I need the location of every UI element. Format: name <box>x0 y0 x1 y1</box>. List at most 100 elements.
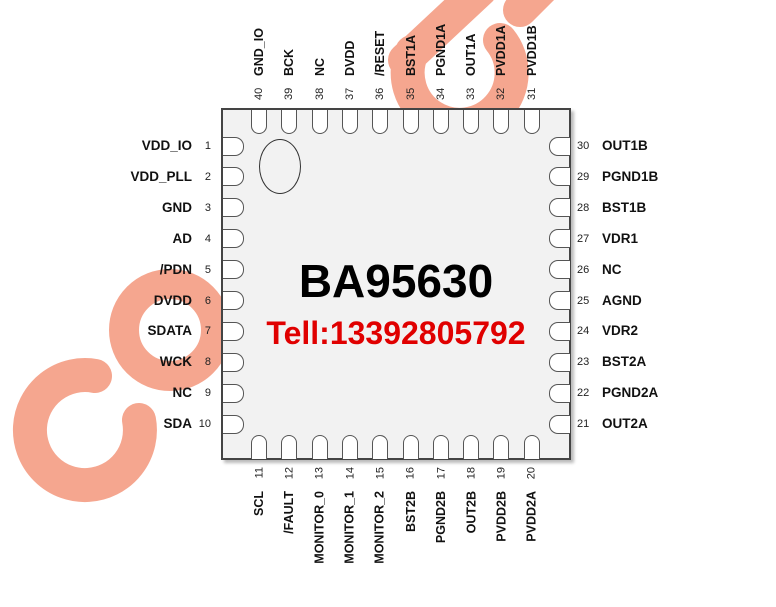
part-number: BA95630 <box>298 255 494 307</box>
pin-number: 32 <box>495 87 508 100</box>
pin-number: 27 <box>577 232 590 245</box>
contact-phone: Tell:13392805792 <box>266 315 526 351</box>
pin-pad <box>223 260 244 280</box>
pin-label: AD <box>172 230 193 246</box>
pin-pad <box>223 414 244 434</box>
pin-pad <box>493 435 510 459</box>
pin-number: 36 <box>374 87 387 100</box>
pin-pad <box>223 229 244 249</box>
pin-pad <box>463 435 480 459</box>
pin-label: OUT1A <box>464 33 479 76</box>
pin-number: 10 <box>198 418 211 431</box>
pin-label: PVDD1B <box>524 25 539 76</box>
pin-label: OUT2A <box>602 416 648 432</box>
pin-label: WCK <box>159 354 192 370</box>
pin-label: OUT2B <box>464 491 479 534</box>
pin-number: 4 <box>204 232 211 245</box>
pin-label: VDR1 <box>602 230 639 246</box>
pin-number: 2 <box>204 170 211 183</box>
pin-number: 16 <box>404 467 417 480</box>
pin-pad <box>549 383 570 403</box>
pin-label: PVDD2B <box>494 491 509 542</box>
pin-pad <box>251 435 267 459</box>
pin-pad <box>223 291 244 310</box>
pin-label: MONITOR_0 <box>312 491 327 564</box>
pin-label: MONITOR_2 <box>373 491 388 564</box>
pin-pad <box>341 435 358 459</box>
pin-pad <box>549 414 570 434</box>
pin-number: 5 <box>204 263 211 276</box>
pin-pad <box>251 110 267 134</box>
pin-number: 31 <box>525 87 538 100</box>
pin-label: BST2B <box>403 491 418 532</box>
pin-number: 7 <box>204 325 211 338</box>
pin-number: 12 <box>283 467 296 480</box>
pin-label: OUT1B <box>602 138 648 153</box>
pin-label: NC <box>312 57 327 76</box>
pin-pad <box>432 435 449 459</box>
pin-pad <box>372 435 389 459</box>
pin-number: 3 <box>204 201 211 214</box>
pin-number: 13 <box>313 467 326 480</box>
pin-pad <box>549 352 570 372</box>
pin-number: 21 <box>577 418 590 431</box>
pin-label: MONITOR_1 <box>342 491 357 564</box>
watermark-letter-o <box>109 269 231 391</box>
pin-number: 33 <box>465 87 478 100</box>
pin-number: 1 <box>204 140 211 152</box>
pin-label: SCL <box>252 491 266 516</box>
pin-label: NC <box>602 261 622 277</box>
pin-number: 19 <box>495 467 508 480</box>
pin-label: PGND1B <box>602 168 659 184</box>
pin-number: 28 <box>577 201 590 214</box>
pin-number: 25 <box>577 294 590 307</box>
pin-label: PVDD1A <box>494 25 509 76</box>
pin-label: NC <box>172 385 193 401</box>
pin-pad <box>549 167 570 187</box>
pin-label: SDATA <box>147 323 193 339</box>
pin-pad <box>223 352 244 372</box>
pin-pad <box>223 198 244 218</box>
pin-label: VDD_PLL <box>130 168 192 184</box>
pin-pad <box>432 110 449 134</box>
pin-label: DVDD <box>342 40 357 76</box>
pin-label: PGND1A <box>433 23 448 76</box>
pin-number: 40 <box>253 87 265 100</box>
pin-label: /PDN <box>159 261 192 277</box>
pin-pad <box>223 321 244 341</box>
pin-label: VDR2 <box>602 323 639 339</box>
pin-pad <box>549 136 570 156</box>
pin-number: 37 <box>343 87 356 100</box>
pin-number: 30 <box>577 140 590 152</box>
watermark-letter-c <box>12 358 157 503</box>
pin-label: DVDD <box>153 292 192 308</box>
pin-pad <box>223 383 244 403</box>
pin1-marker-circle <box>259 139 301 194</box>
pin-pad <box>549 198 570 218</box>
pin-number: 20 <box>525 467 538 480</box>
pin-pad <box>281 110 298 134</box>
pin-label: PGND2A <box>602 385 659 401</box>
pin-number: 34 <box>434 87 447 100</box>
pin-pad <box>549 321 570 341</box>
pin-label: BST2A <box>602 354 647 370</box>
pin-pad <box>523 110 540 134</box>
pin-label: BST1A <box>403 35 418 76</box>
pin-number: 23 <box>577 356 590 369</box>
pin-label: GND_IO <box>252 28 266 76</box>
pin-pad <box>372 110 389 134</box>
pin-label: /RESET <box>373 30 388 76</box>
pin-pad <box>493 110 510 134</box>
pin-label: PVDD2A <box>524 491 539 542</box>
pin-pad <box>549 291 570 310</box>
pin-number: 38 <box>313 87 326 100</box>
pin-label: BST1B <box>602 199 647 215</box>
pin-label: SDA <box>163 416 192 432</box>
pin-label: GND <box>162 199 192 215</box>
pin-pad <box>549 229 570 249</box>
pin-label: PGND2B <box>433 491 448 544</box>
watermark-letter-l <box>503 0 555 27</box>
pin-pad <box>281 435 298 459</box>
pin-number: 14 <box>343 467 356 480</box>
pin-pad <box>463 110 480 134</box>
